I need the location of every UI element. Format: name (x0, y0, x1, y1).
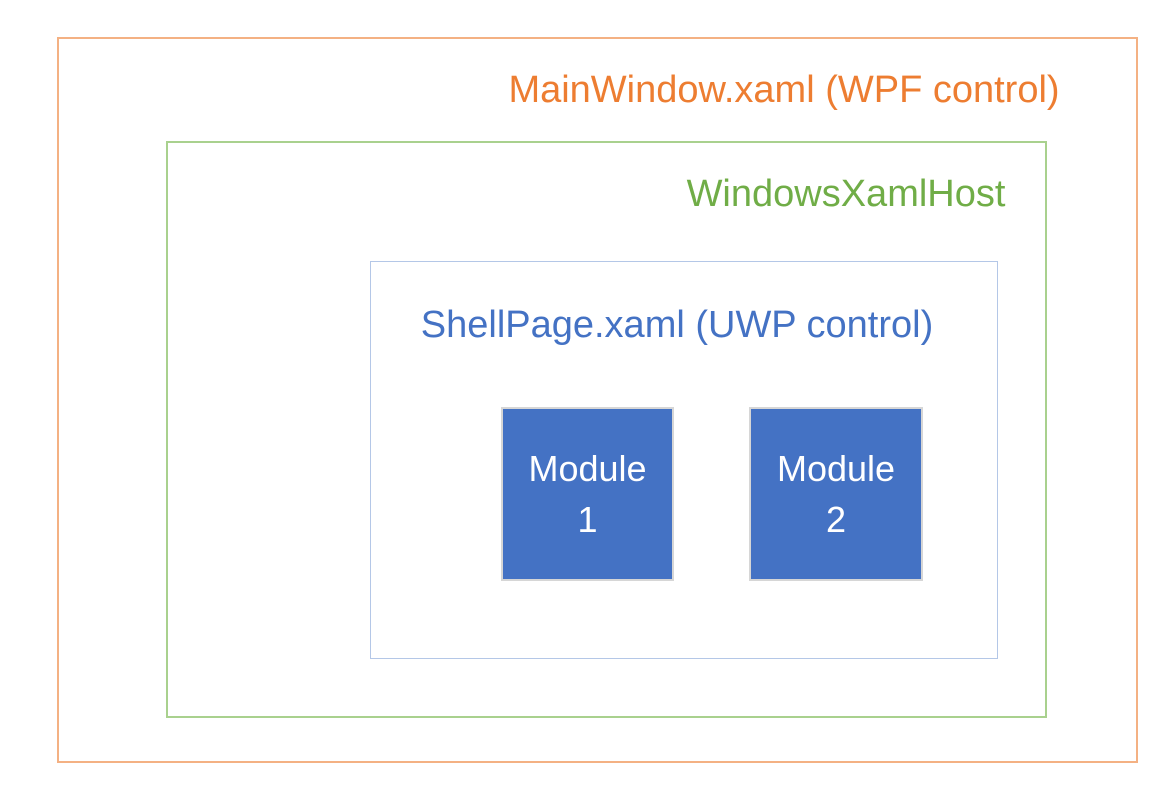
mainwindow-wpf-box (57, 37, 1138, 763)
windowsxamlhost-label: WindowsXamlHost (686, 173, 1006, 215)
windowsxamlhost-box (166, 141, 1047, 718)
module-1-label: Module 1 (528, 448, 647, 540)
mainwindow-wpf-label: MainWindow.xaml (WPF control) (508, 69, 1060, 111)
module-2-label: Module 2 (776, 448, 896, 540)
shellpage-uwp-box (370, 261, 998, 659)
shellpage-uwp-label: ShellPage.xaml (UWP control) (420, 304, 934, 346)
module-1-box: Module 1 (501, 407, 674, 581)
module-2-box: Module 2 (749, 407, 923, 581)
